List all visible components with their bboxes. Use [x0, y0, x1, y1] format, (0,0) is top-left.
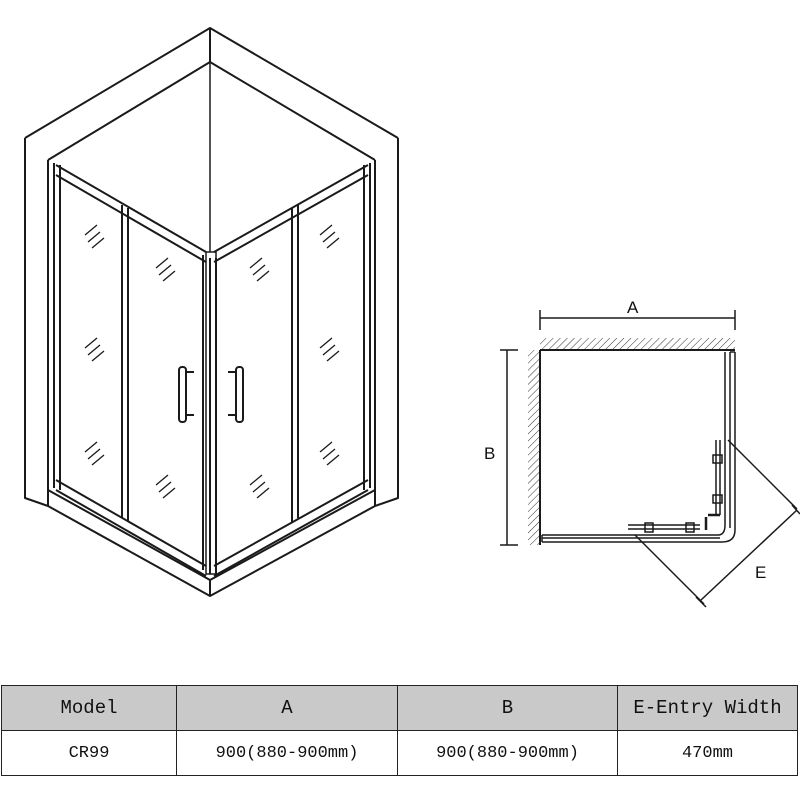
corner-post: [205, 251, 217, 575]
header-a: A: [176, 685, 398, 731]
left-wall-hatch: [528, 350, 540, 545]
plan-enclosure: [541, 351, 736, 543]
header-model: Model: [1, 685, 177, 731]
roller: [685, 522, 695, 533]
cell-model: CR99: [1, 730, 177, 776]
shower-enclosure-isometric: [24, 27, 399, 597]
dimension-a: [539, 310, 736, 330]
roller: [712, 494, 723, 504]
table-header-row: Model A B E-Entry Width: [1, 685, 798, 731]
door-handle-right: [228, 366, 244, 423]
header-entry-width: E-Entry Width: [617, 685, 798, 731]
wall-outline: [24, 27, 399, 507]
glass-reflection-marks: [84, 224, 340, 499]
label-a: A: [627, 298, 639, 317]
dimension-b: [500, 349, 518, 546]
shower-tray: [47, 489, 376, 597]
plan-view: [500, 310, 800, 608]
cell-a: 900(880-900mm): [176, 730, 398, 776]
roller: [712, 454, 723, 464]
label-b: B: [484, 444, 495, 463]
table-row: CR99 900(880-900mm) 900(880-900mm) 470mm: [1, 730, 798, 776]
top-wall-hatch: [540, 338, 735, 350]
label-e: E: [755, 563, 766, 582]
door-handle-left: [178, 366, 194, 423]
header-b: B: [397, 685, 618, 731]
left-glass-panel: [53, 163, 211, 577]
cell-entry-width: 470mm: [617, 730, 798, 776]
right-glass-panel: [213, 163, 371, 577]
dimension-e: [634, 439, 800, 608]
roller: [644, 522, 654, 533]
spec-table: Model A B E-Entry Width CR99 900(880-900…: [1, 685, 798, 776]
cell-b: 900(880-900mm): [397, 730, 618, 776]
shower-diagram: A B E: [24, 27, 800, 608]
